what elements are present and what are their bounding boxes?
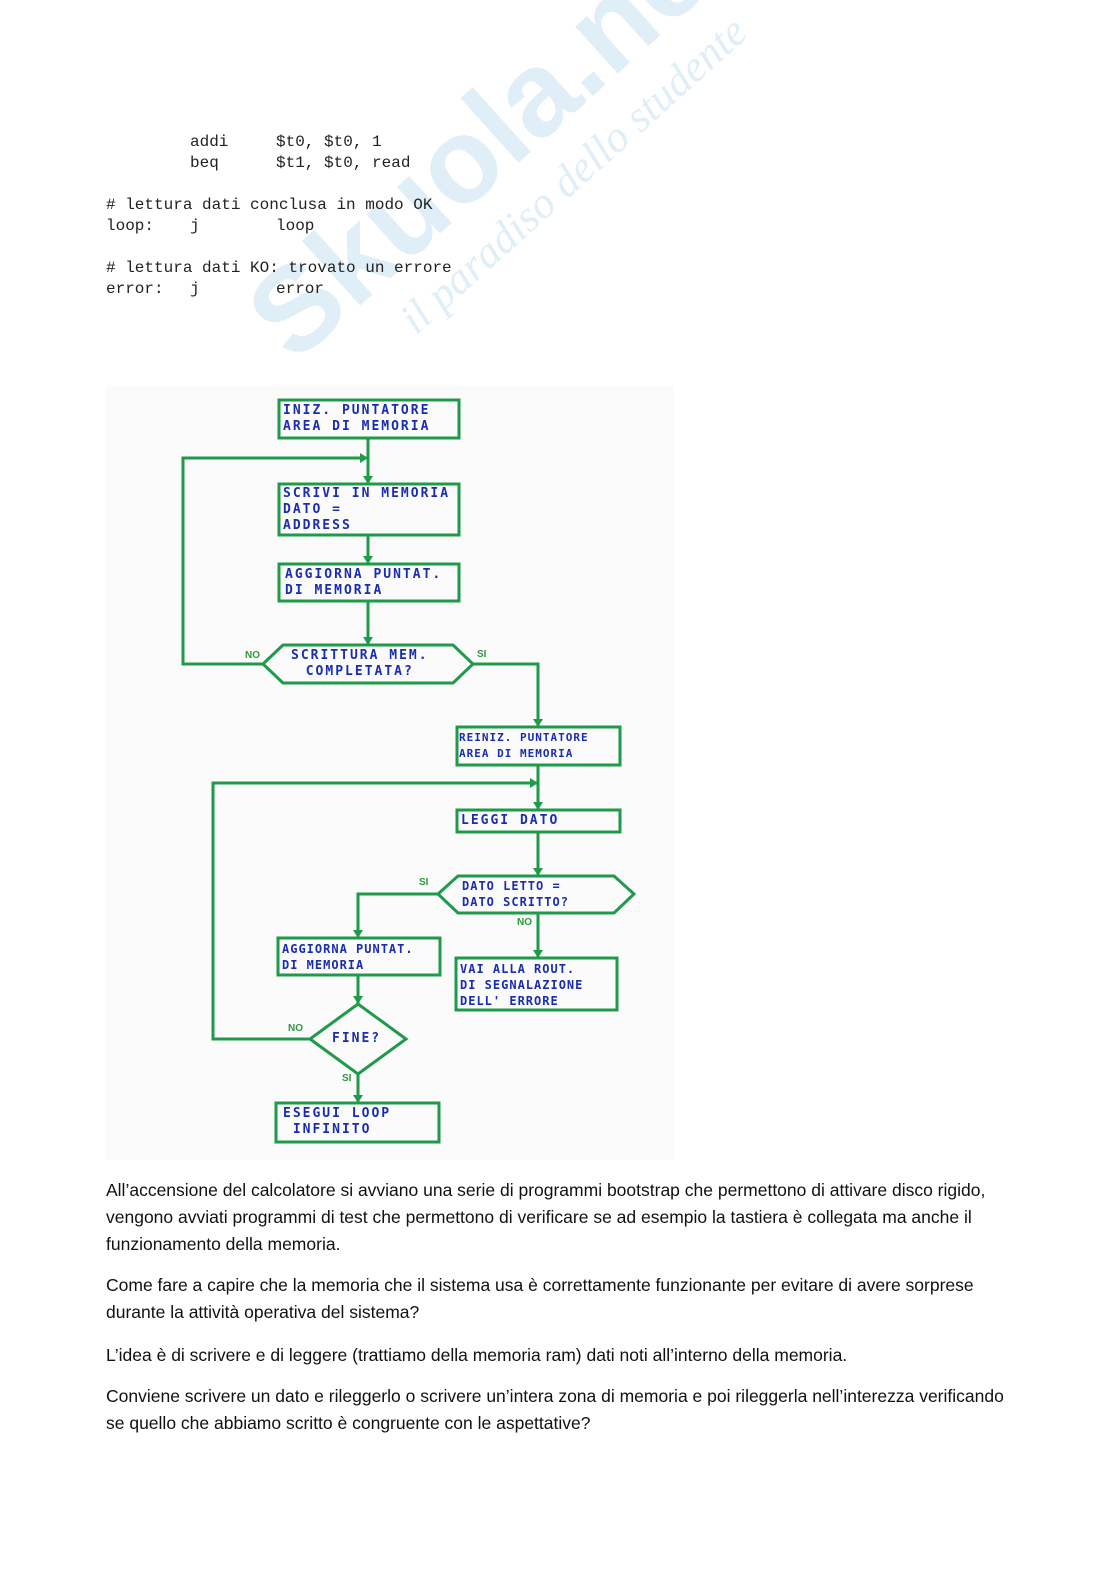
flow-box-update-pointer: AGGIORNA PUNTAT. DI MEMORIA [285, 567, 443, 598]
flow-decision-write-complete: SCRITTURA MEM. COMPLETATA? [291, 648, 429, 679]
flow-box-error-routine: VAI ALLA ROUT. DI SEGNALAZIONE DELL' ERR… [460, 962, 584, 1008]
arrowheads [353, 453, 543, 1103]
flow-box-init-pointer: INIZ. PUNTATORE AREA DI MEMORIA [283, 403, 431, 434]
code-label: loop: [106, 217, 155, 235]
code-label: error: [106, 280, 164, 298]
label-si: SI [419, 877, 429, 888]
code-op: j [190, 280, 200, 298]
code-op: beq [190, 154, 219, 172]
code-args: $t1, $t0, read [276, 154, 411, 172]
flow-decision-end: FINE? [332, 1031, 382, 1046]
flow-box-write-memory: SCRIVI IN MEMORIA DATO = ADDRESS [283, 486, 451, 533]
label-si: SI [342, 1073, 352, 1084]
label-si: SI [477, 649, 487, 660]
code-comment: # lettura dati KO: trovato un errore [106, 259, 452, 277]
flow-box-reinit-pointer: REINIZ. PUNTATORE AREA DI MEMORIA [459, 731, 589, 760]
code-args: error [276, 280, 325, 298]
paragraph: L’idea è di scrivere e di leggere (tratt… [106, 1345, 848, 1365]
flow-box-read-data: LEGGI DATO [461, 813, 560, 828]
code-args: loop [276, 217, 315, 235]
flow-box-update-pointer-2: AGGIORNA PUNTAT. DI MEMORIA [282, 942, 414, 972]
flow-box-infinite-loop: ESEGUI LOOP INFINITO [283, 1106, 392, 1137]
paragraph: Conviene scrivere un dato e rileggerlo o… [106, 1386, 1004, 1433]
paragraph: All’accensione del calcolatore si avvian… [106, 1180, 986, 1254]
label-no: NO [245, 650, 260, 661]
memory-test-flowchart: INIZ. PUNTATORE AREA DI MEMORIA SCRIVI I… [105, 385, 675, 1160]
code-op: j [190, 217, 200, 235]
assembly-code: addi $t0, $t0, 1 beq $t1, $t0, read # le… [106, 132, 706, 312]
code-comment: # lettura dati conclusa in modo OK [106, 196, 433, 214]
flow-decision-data-match: DATO LETTO = DATO SCRITTO? [462, 879, 569, 909]
label-no: NO [517, 917, 532, 928]
paragraph: Come fare a capire che la memoria che il… [106, 1275, 974, 1322]
code-args: $t0, $t0, 1 [276, 133, 382, 151]
label-no: NO [288, 1023, 303, 1034]
flow-decision [435, 874, 637, 915]
code-op: addi [190, 133, 229, 151]
